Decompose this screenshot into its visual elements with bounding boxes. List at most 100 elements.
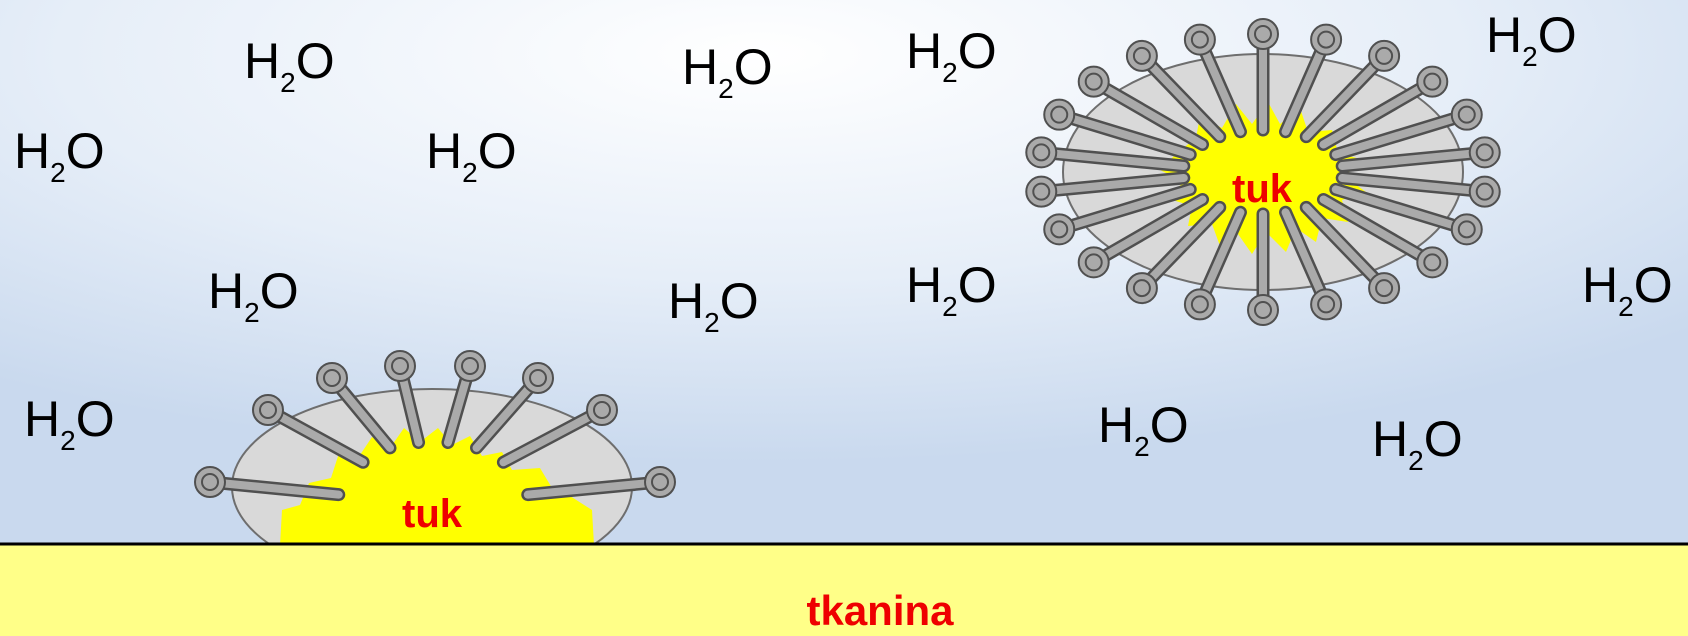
surfactant-tail-fill — [1331, 113, 1462, 159]
surfactant-tail-fill — [443, 371, 472, 447]
surfactant-head-ring — [1190, 295, 1209, 314]
surfactant-molecule — [384, 350, 426, 449]
micelle-surfactants — [1025, 18, 1501, 326]
surfactant-tail-fill — [398, 371, 423, 447]
surfactant-molecule — [1299, 200, 1401, 305]
water-molecule: H2O — [668, 273, 759, 338]
surfactant-head — [454, 350, 486, 382]
surfactant-head-ring — [1032, 143, 1051, 162]
surfactant-head-ring — [651, 473, 669, 491]
surfactant-tail-fill — [472, 381, 536, 452]
surfactant-head-ring — [1457, 220, 1476, 239]
surfactant-head — [586, 394, 618, 426]
surfactant-tail-fill — [1064, 113, 1195, 159]
surfactant-head-ring — [1423, 253, 1442, 272]
surfactant-head — [1450, 98, 1483, 131]
surfactant-head-ring — [1475, 182, 1494, 201]
surfactant-head — [194, 466, 226, 498]
surfactant-head-ring — [461, 357, 479, 375]
surfactant-head-ring — [1317, 295, 1336, 314]
water-molecule: H2O — [906, 23, 997, 88]
water-molecule: H2O — [208, 263, 299, 328]
surfactant-head-ring — [1375, 279, 1394, 298]
droplet-surfactants — [194, 350, 676, 502]
surfactant-head — [1450, 213, 1483, 246]
surfactant-tail-fill — [1331, 185, 1462, 231]
surfactant-head-ring — [323, 369, 341, 387]
surfactant-tail-fill — [1199, 208, 1245, 300]
surfactant-tail-fill — [1144, 203, 1224, 285]
surfactant-head — [1247, 294, 1279, 326]
surfactant-tail-fill — [1281, 208, 1327, 300]
surfactant-head-ring — [1457, 105, 1476, 124]
surfactant-molecule — [1043, 182, 1197, 246]
surfactant-head — [1368, 272, 1401, 305]
surfactant-tail-fill — [1319, 195, 1428, 262]
surfactant-head — [1025, 136, 1058, 169]
surfactant-molecule — [1043, 98, 1197, 162]
surfactant-head — [1468, 136, 1501, 169]
surfactant-head-ring — [1423, 72, 1442, 91]
fat-label: tuk — [1232, 167, 1293, 211]
surfactant-head-ring — [529, 369, 547, 387]
fat-blob — [280, 428, 594, 544]
surfactant-head-ring — [201, 473, 219, 491]
surfactant-molecule — [470, 362, 554, 455]
water-molecule: H2O — [426, 123, 517, 188]
surfactant-head — [1468, 175, 1501, 208]
surfactant-head — [384, 350, 416, 382]
surfactant-tail-fill — [1338, 149, 1479, 171]
surfactant-molecule — [496, 394, 618, 469]
surfactant-tail-fill — [1319, 82, 1428, 149]
water-molecule: H2O — [1372, 411, 1463, 476]
surfactant-head — [644, 466, 676, 498]
surfactant-molecule — [1125, 200, 1227, 305]
surfactant-head-ring — [1084, 72, 1103, 91]
surfactant-head — [1183, 288, 1216, 321]
surfactant-molecule — [1316, 65, 1449, 151]
surfactant-head-ring — [1132, 279, 1151, 298]
surfactant-head-ring — [259, 401, 277, 419]
surfactant-tail-fill — [1098, 82, 1207, 149]
surfactant-molecule — [1183, 23, 1247, 139]
surfactant-molecule — [1183, 205, 1247, 321]
fat-droplet-on-fabric — [194, 350, 676, 544]
surfactant-molecule — [1077, 65, 1210, 151]
water-molecule: H2O — [24, 391, 115, 456]
surfactant-head — [1368, 39, 1401, 72]
surfactant-head — [1125, 272, 1158, 305]
surfactant-tail-fill — [215, 478, 343, 499]
surfactant-head — [1183, 23, 1216, 56]
surfactant-tail-fill — [523, 478, 655, 499]
surfactant-head — [1310, 23, 1343, 56]
water-molecule: H2O — [14, 123, 105, 188]
fabric — [0, 544, 1688, 636]
surfactant-head-ring — [1254, 25, 1272, 43]
surfactant-tail-fill — [1064, 185, 1195, 231]
surfactant-molecule — [1329, 182, 1483, 246]
micelle — [1025, 18, 1501, 326]
surfactant-head — [1416, 65, 1449, 98]
surfactant-head-ring — [1050, 105, 1069, 124]
surfactant-molecule — [194, 466, 346, 502]
surfactant-head — [1043, 213, 1076, 246]
surfactant-tail-fill — [1302, 203, 1382, 285]
surfactant-head — [1025, 175, 1058, 208]
surfactant-molecule — [1299, 39, 1401, 144]
surfactant-head — [1125, 39, 1158, 72]
surfactant-molecule — [1279, 205, 1343, 321]
surfactant-head — [522, 362, 554, 394]
surfactant-tail-fill — [1047, 173, 1188, 195]
surfactant-molecule — [316, 362, 397, 455]
water-molecule: H2O — [1098, 397, 1189, 462]
surfactant-head-ring — [1084, 253, 1103, 272]
surfactant-molecule — [1247, 18, 1279, 137]
surfactant-head — [1077, 65, 1110, 98]
surfactant-tail-fill — [334, 381, 394, 452]
surfactant-head — [1416, 246, 1449, 279]
surfactant-molecule — [1329, 98, 1483, 162]
surfactant-head-ring — [1050, 220, 1069, 239]
surfactant-tail-fill — [1281, 44, 1327, 136]
surfactant-tail-fill — [1338, 173, 1479, 195]
